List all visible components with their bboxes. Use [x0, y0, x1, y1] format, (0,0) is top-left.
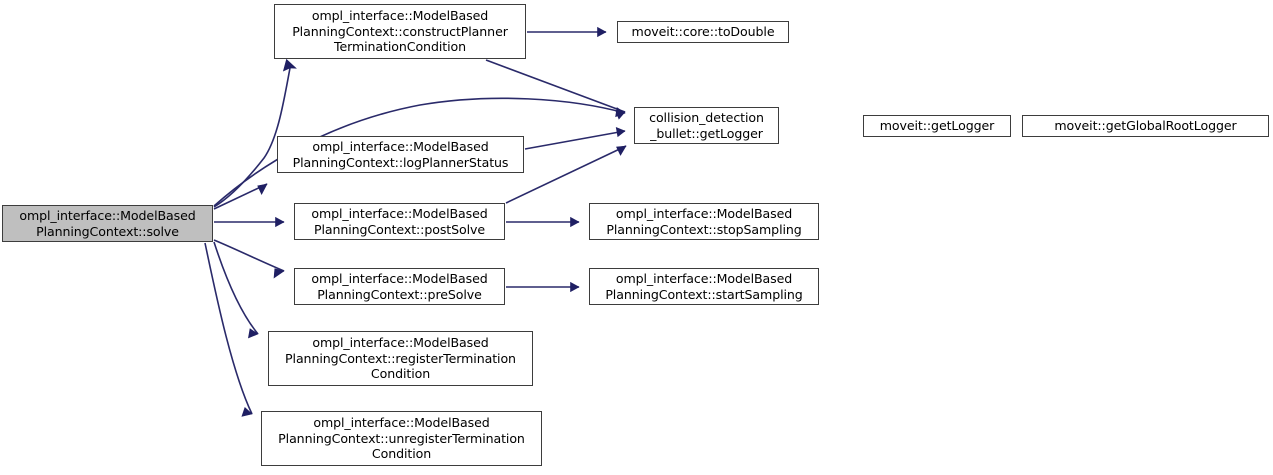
- graph-node-preSolve[interactable]: ompl_interface::ModelBased PlanningConte…: [294, 268, 505, 305]
- arrowhead-icon: [275, 216, 285, 228]
- graph-node-label: ompl_interface::ModelBased PlanningConte…: [19, 208, 196, 239]
- graph-node-constructPlannerTerminationCondition[interactable]: ompl_interface::ModelBased PlanningConte…: [274, 4, 526, 59]
- edge-logPlannerStatus-to-getLoggerBullet: [524, 130, 626, 150]
- graph-node-stopSampling[interactable]: ompl_interface::ModelBased PlanningConte…: [589, 203, 819, 240]
- graph-node-label: collision_detection _bullet::getLogger: [649, 110, 764, 141]
- graph-node-label: moveit::getLogger: [879, 118, 995, 134]
- arrowhead-icon: [570, 216, 580, 228]
- arrowhead-icon: [615, 127, 626, 138]
- graph-node-label: ompl_interface::ModelBased PlanningConte…: [292, 8, 508, 55]
- graph-node-postSolve[interactable]: ompl_interface::ModelBased PlanningConte…: [294, 203, 505, 240]
- graph-node-label: ompl_interface::ModelBased PlanningConte…: [292, 139, 509, 170]
- edge-solve-to-getLoggerBullet: [213, 97, 626, 207]
- graph-node-getLogger[interactable]: moveit::getLogger: [863, 115, 1011, 137]
- graph-node-solve[interactable]: ompl_interface::ModelBased PlanningConte…: [2, 205, 213, 242]
- arrowhead-icon: [615, 107, 626, 118]
- arrowhead-icon: [616, 145, 627, 156]
- graph-node-getLoggerBullet[interactable]: collision_detection _bullet::getLogger: [634, 107, 779, 144]
- graph-node-label: moveit::getGlobalRootLogger: [1054, 118, 1237, 134]
- arrowhead-icon: [273, 268, 285, 279]
- edge-solve-to-constructPlannerTerminationCondition: [213, 67, 291, 208]
- graph-node-toDouble[interactable]: moveit::core::toDouble: [617, 21, 789, 43]
- arrowhead-icon: [570, 281, 580, 293]
- graph-node-label: ompl_interface::ModelBased PlanningConte…: [606, 206, 802, 237]
- arrowhead-icon: [248, 328, 259, 339]
- graph-node-label: moveit::core::toDouble: [631, 24, 775, 40]
- arrowhead-icon: [241, 406, 253, 417]
- edge-postSolve-to-getLoggerBullet: [505, 145, 627, 204]
- graph-node-unregisterTerminationCondition[interactable]: ompl_interface::ModelBased PlanningConte…: [261, 411, 542, 466]
- edge-solve-to-unregisterTerminationCondition: [204, 242, 253, 415]
- graph-node-getGlobalRootLogger[interactable]: moveit::getGlobalRootLogger: [1022, 115, 1269, 137]
- graph-node-label: ompl_interface::ModelBased PlanningConte…: [278, 415, 525, 462]
- graph-node-startSampling[interactable]: ompl_interface::ModelBased PlanningConte…: [589, 268, 819, 305]
- graph-node-label: ompl_interface::ModelBased PlanningConte…: [605, 271, 803, 302]
- arrowhead-icon: [597, 26, 607, 38]
- edge-constructPlannerTerminationCondition-to-getLoggerBullet: [485, 59, 626, 113]
- arrowhead-icon: [257, 183, 268, 195]
- graph-node-logPlannerStatus[interactable]: ompl_interface::ModelBased PlanningConte…: [277, 136, 524, 173]
- graph-node-label: ompl_interface::ModelBased PlanningConte…: [311, 206, 488, 237]
- graph-node-label: ompl_interface::ModelBased PlanningConte…: [311, 271, 488, 302]
- edge-solve-to-registerTerminationCondition: [213, 241, 259, 335]
- graph-node-label: ompl_interface::ModelBased PlanningConte…: [285, 335, 516, 382]
- graph-node-registerTerminationCondition[interactable]: ompl_interface::ModelBased PlanningConte…: [268, 331, 533, 386]
- edge-solve-to-preSolve: [213, 239, 285, 272]
- arrowhead-icon: [282, 58, 297, 72]
- edge-solve-to-logPlannerStatus: [213, 183, 268, 210]
